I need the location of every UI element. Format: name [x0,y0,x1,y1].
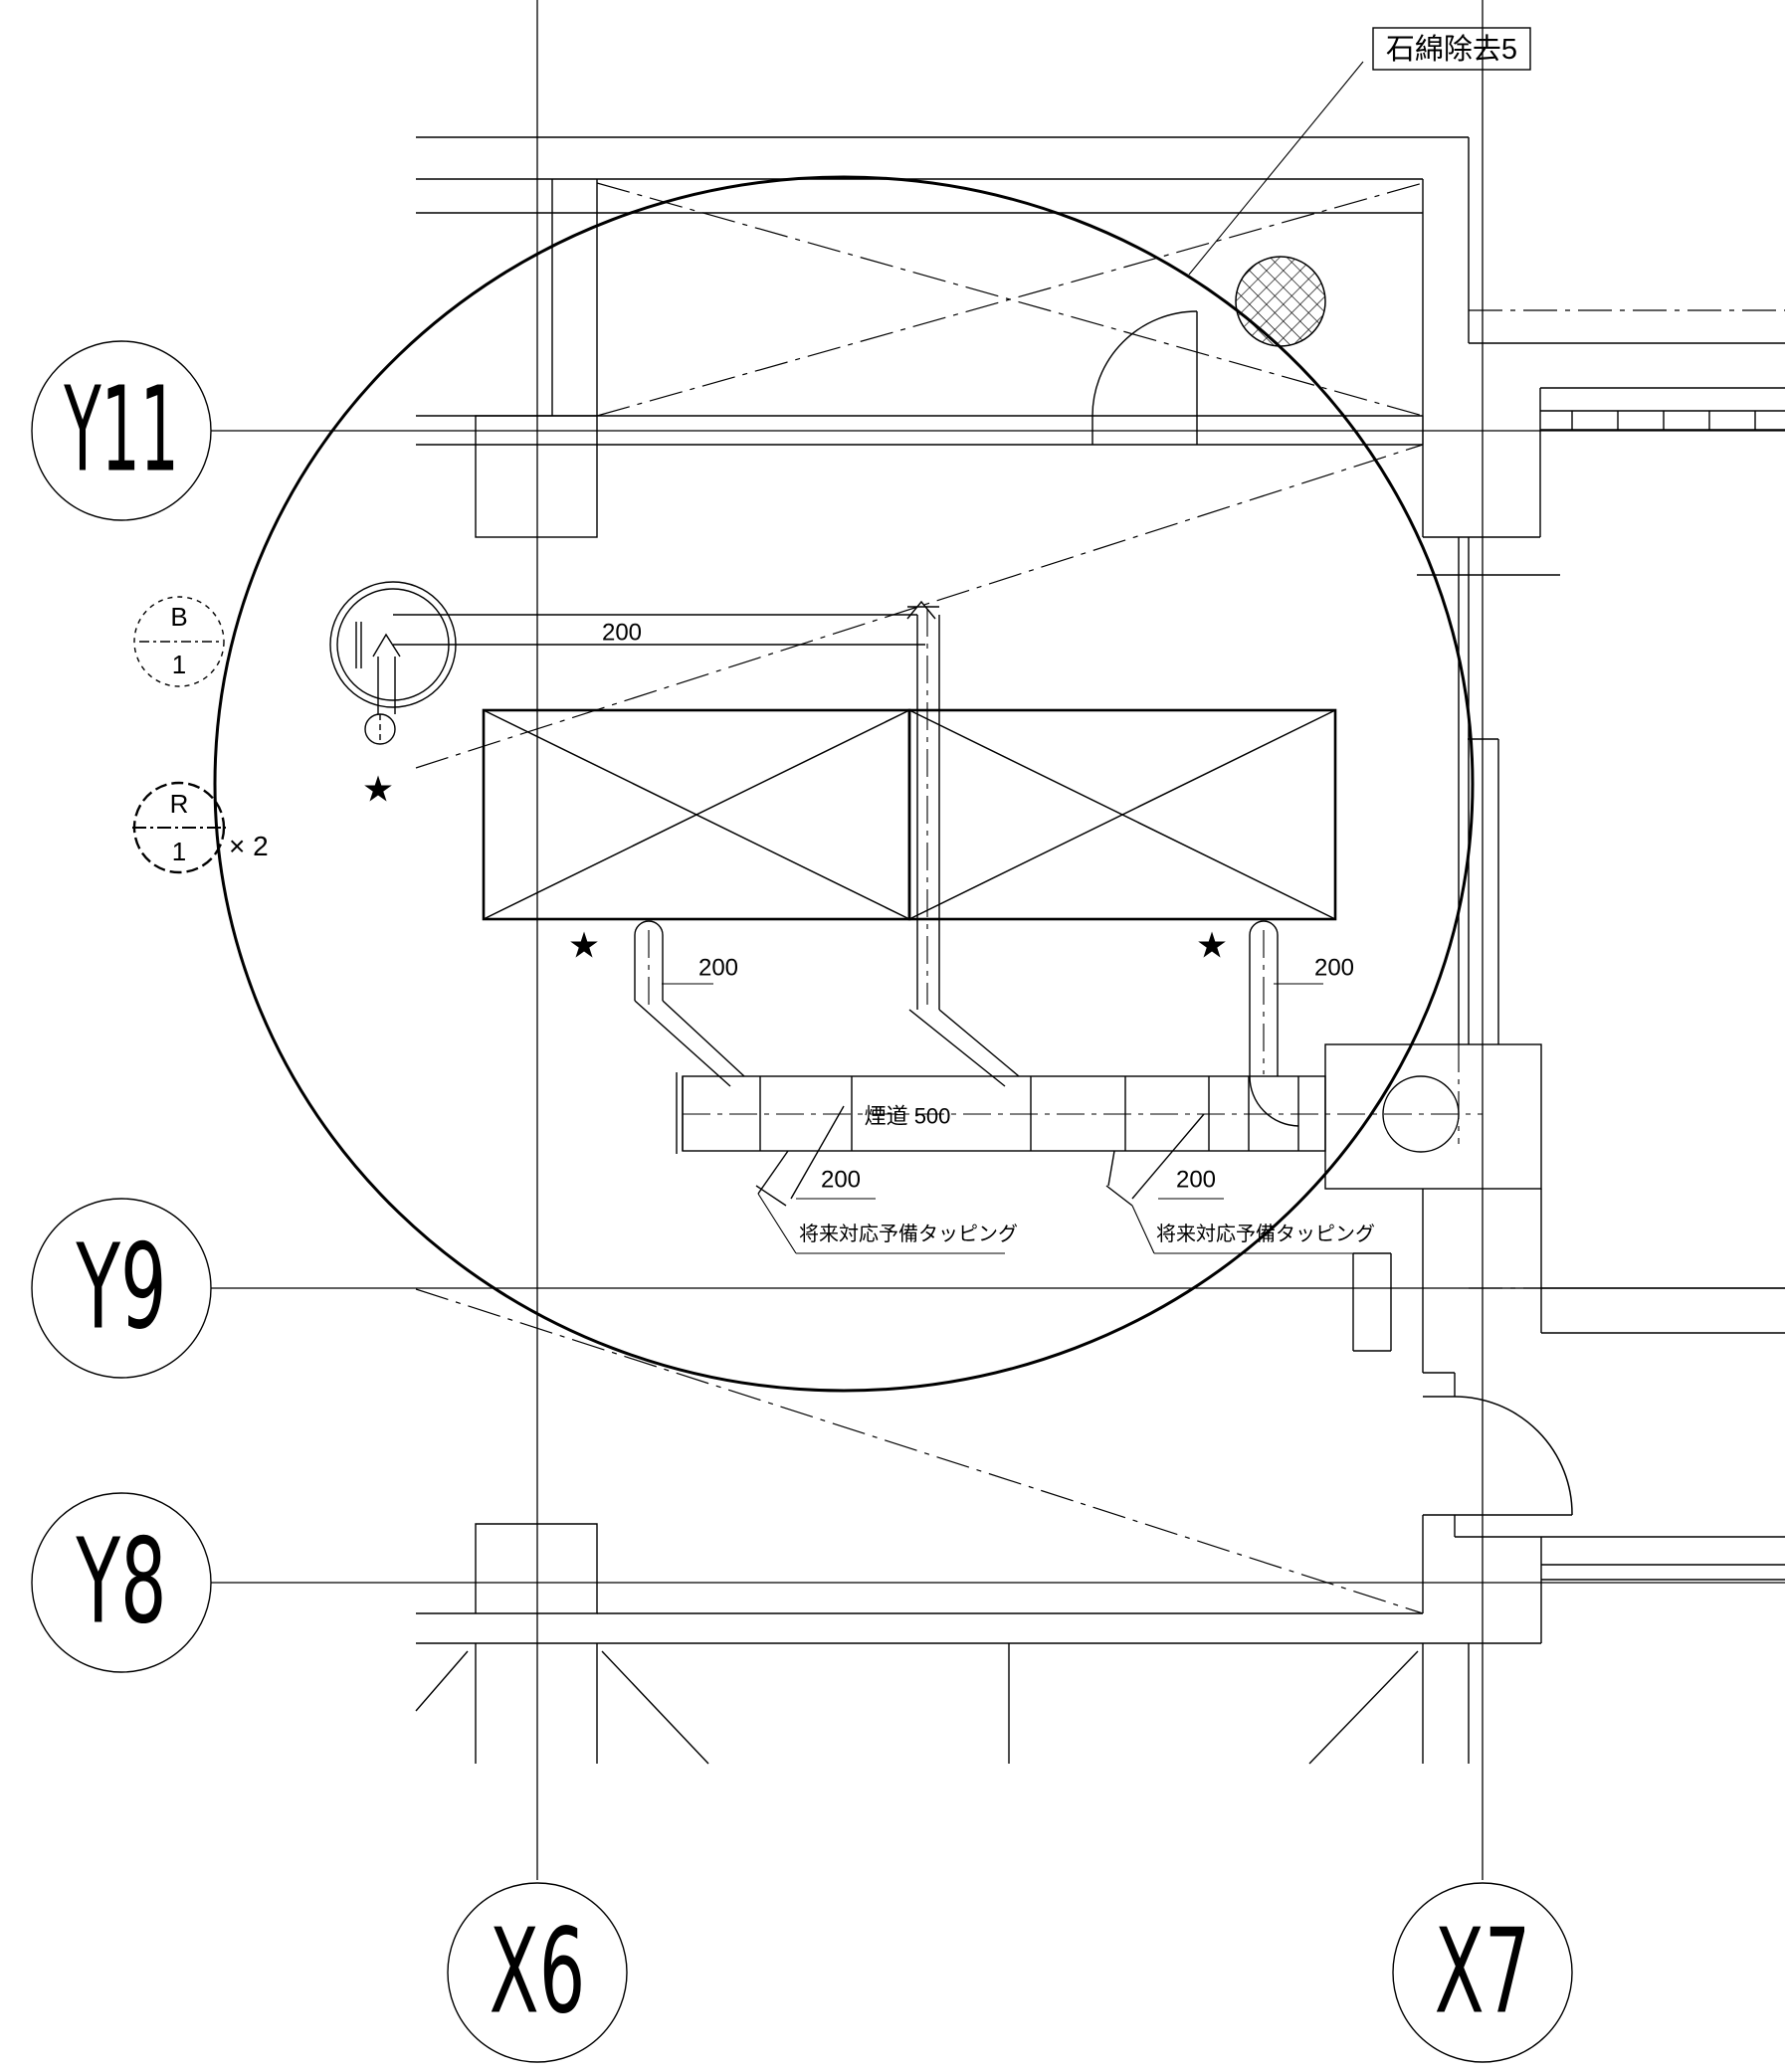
equipment [482,708,1337,921]
section-mark-bubbles [132,596,226,874]
flue-dimension-label: 煙道 500 [865,1104,951,1129]
star-marker: ★ [568,925,600,966]
leaders [662,61,1364,1254]
grid-bubble-y11 [31,340,212,521]
hatched-round-duct [1235,256,1326,347]
grid-bubble-x7 [1392,1882,1573,2063]
grid-bubbles [31,340,1573,2063]
section-mark-r-multiplier: × 2 [229,831,269,861]
tapping-note-right: 将来対応予備タッピング [1156,1223,1375,1245]
star-marker: ★ [362,769,394,810]
grid-label-x7: X7 [1435,1904,1531,2040]
star-marker: ★ [1196,925,1228,966]
section-mark-r-bottom: 1 [172,837,186,866]
dimension-label: 200 [602,620,642,647]
dimension-label: 200 [1314,955,1354,982]
dimension-label: 200 [1176,1167,1216,1194]
grid-bubble-x6 [447,1882,628,2063]
tapping-note-left: 将来対応予備タッピング [799,1223,1018,1245]
equipment-unit-right [907,708,1337,921]
dimension-label: 200 [698,955,738,982]
grid-label-y11: Y11 [64,363,179,499]
grid-bubble-y8 [31,1492,212,1673]
section-mark-b [133,596,225,687]
hidden-lines [415,182,1785,1614]
asbestos-callout-label: 石綿除去5 [1386,33,1517,66]
section-mark-b-top: B [170,602,187,632]
section-mark-b-bottom: 1 [172,650,186,679]
grid-bubble-y9 [31,1198,212,1379]
grid-label-x6: X6 [490,1904,586,2040]
center-lines [648,609,1483,1144]
walls [415,136,1785,1765]
grid-label-y9: Y9 [76,1220,167,1356]
doors [1091,310,1573,1516]
grid-lines [211,0,1785,1880]
detail-circle [213,175,1475,1393]
grid-label-y8: Y8 [76,1514,167,1650]
asbestos-callout-box [1372,27,1531,71]
section-mark-r-top: R [170,789,189,819]
dimension-label: 200 [821,1167,861,1194]
